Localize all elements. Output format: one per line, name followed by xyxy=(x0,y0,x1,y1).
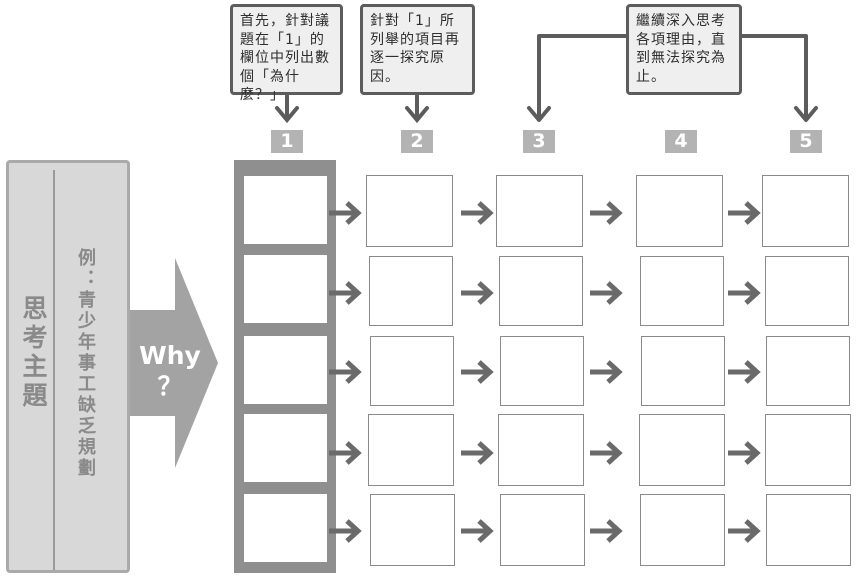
cell-r5-c4[interactable] xyxy=(640,494,725,566)
cell-r5-c5[interactable] xyxy=(766,494,851,566)
cell-r2-c4[interactable] xyxy=(640,256,724,326)
row-arrow-icon xyxy=(327,278,365,308)
topic-divider xyxy=(53,170,55,570)
column-number-2: 2 xyxy=(401,130,433,153)
column-number-3: 3 xyxy=(523,130,555,153)
callout-step-1: 首先，針對議題在「1」的欄位中列出數個「為什麼？」 xyxy=(230,4,343,103)
row-arrow-icon xyxy=(459,357,497,387)
cell-r5-c3[interactable] xyxy=(500,494,585,566)
topic-title: 思考主題 xyxy=(19,295,48,411)
cell-r2-c1[interactable] xyxy=(244,255,327,323)
row-arrow-icon xyxy=(459,278,497,308)
why-arrow xyxy=(130,258,220,468)
row-arrow-icon xyxy=(726,278,764,308)
row-arrow-icon xyxy=(588,278,626,308)
row-arrow-icon xyxy=(459,516,497,546)
down-arrow-2 xyxy=(405,94,429,124)
cell-r4-c2[interactable] xyxy=(368,414,454,486)
cell-r1-c2[interactable] xyxy=(366,175,453,247)
callout-step-2: 針對「1」所列舉的項目再逐一探究原因。 xyxy=(360,4,475,95)
cell-r4-c1[interactable] xyxy=(244,414,327,482)
column-number-5: 5 xyxy=(790,130,822,153)
cell-r3-c3[interactable] xyxy=(500,336,584,406)
why-label: Why ？ xyxy=(139,341,201,401)
callout-step-3: 繼續深入思考各項理由，直到無法探究為止。 xyxy=(626,4,742,95)
row-arrow-icon xyxy=(327,516,365,546)
topic-example: 例：青少年事工缺乏規劃 xyxy=(75,248,96,479)
column-number-4: 4 xyxy=(665,130,697,153)
cell-r1-c5[interactable] xyxy=(762,175,849,247)
row-arrow-icon xyxy=(588,438,626,468)
cell-r3-c2[interactable] xyxy=(370,336,454,406)
cell-r4-c3[interactable] xyxy=(498,414,584,486)
row-arrow-icon xyxy=(327,438,365,468)
bracket-arrow-3-5 xyxy=(527,34,818,122)
cell-r3-c4[interactable] xyxy=(641,336,725,406)
row-arrow-icon xyxy=(588,357,626,387)
cell-r1-c4[interactable] xyxy=(636,175,723,247)
topic-panel xyxy=(6,160,130,573)
cell-r3-c1[interactable] xyxy=(244,336,327,404)
callout-connectors xyxy=(275,34,818,124)
row-arrow-icon xyxy=(459,198,497,228)
row-arrow-icon xyxy=(726,438,764,468)
cell-r1-c3[interactable] xyxy=(496,175,583,247)
cell-r1-c1[interactable] xyxy=(244,176,327,244)
row-arrow-icon xyxy=(588,516,626,546)
cell-r4-c5[interactable] xyxy=(765,414,851,486)
row-arrow-icon xyxy=(726,516,764,546)
cell-r2-c3[interactable] xyxy=(499,256,583,326)
cell-r5-c2[interactable] xyxy=(370,494,455,566)
row-arrow-icon xyxy=(726,357,764,387)
cell-r3-c5[interactable] xyxy=(766,336,850,406)
cell-r5-c1[interactable] xyxy=(244,494,327,562)
cell-r2-c5[interactable] xyxy=(765,256,849,326)
cell-r4-c4[interactable] xyxy=(639,414,725,486)
row-arrow-icon xyxy=(726,198,764,228)
row-arrow-icon xyxy=(327,198,365,228)
down-arrow-1 xyxy=(275,94,299,124)
row-arrow-icon xyxy=(327,357,365,387)
cell-r2-c2[interactable] xyxy=(369,256,453,326)
column-number-1: 1 xyxy=(271,130,303,153)
row-arrow-icon xyxy=(588,198,626,228)
row-arrow-icon xyxy=(459,438,497,468)
